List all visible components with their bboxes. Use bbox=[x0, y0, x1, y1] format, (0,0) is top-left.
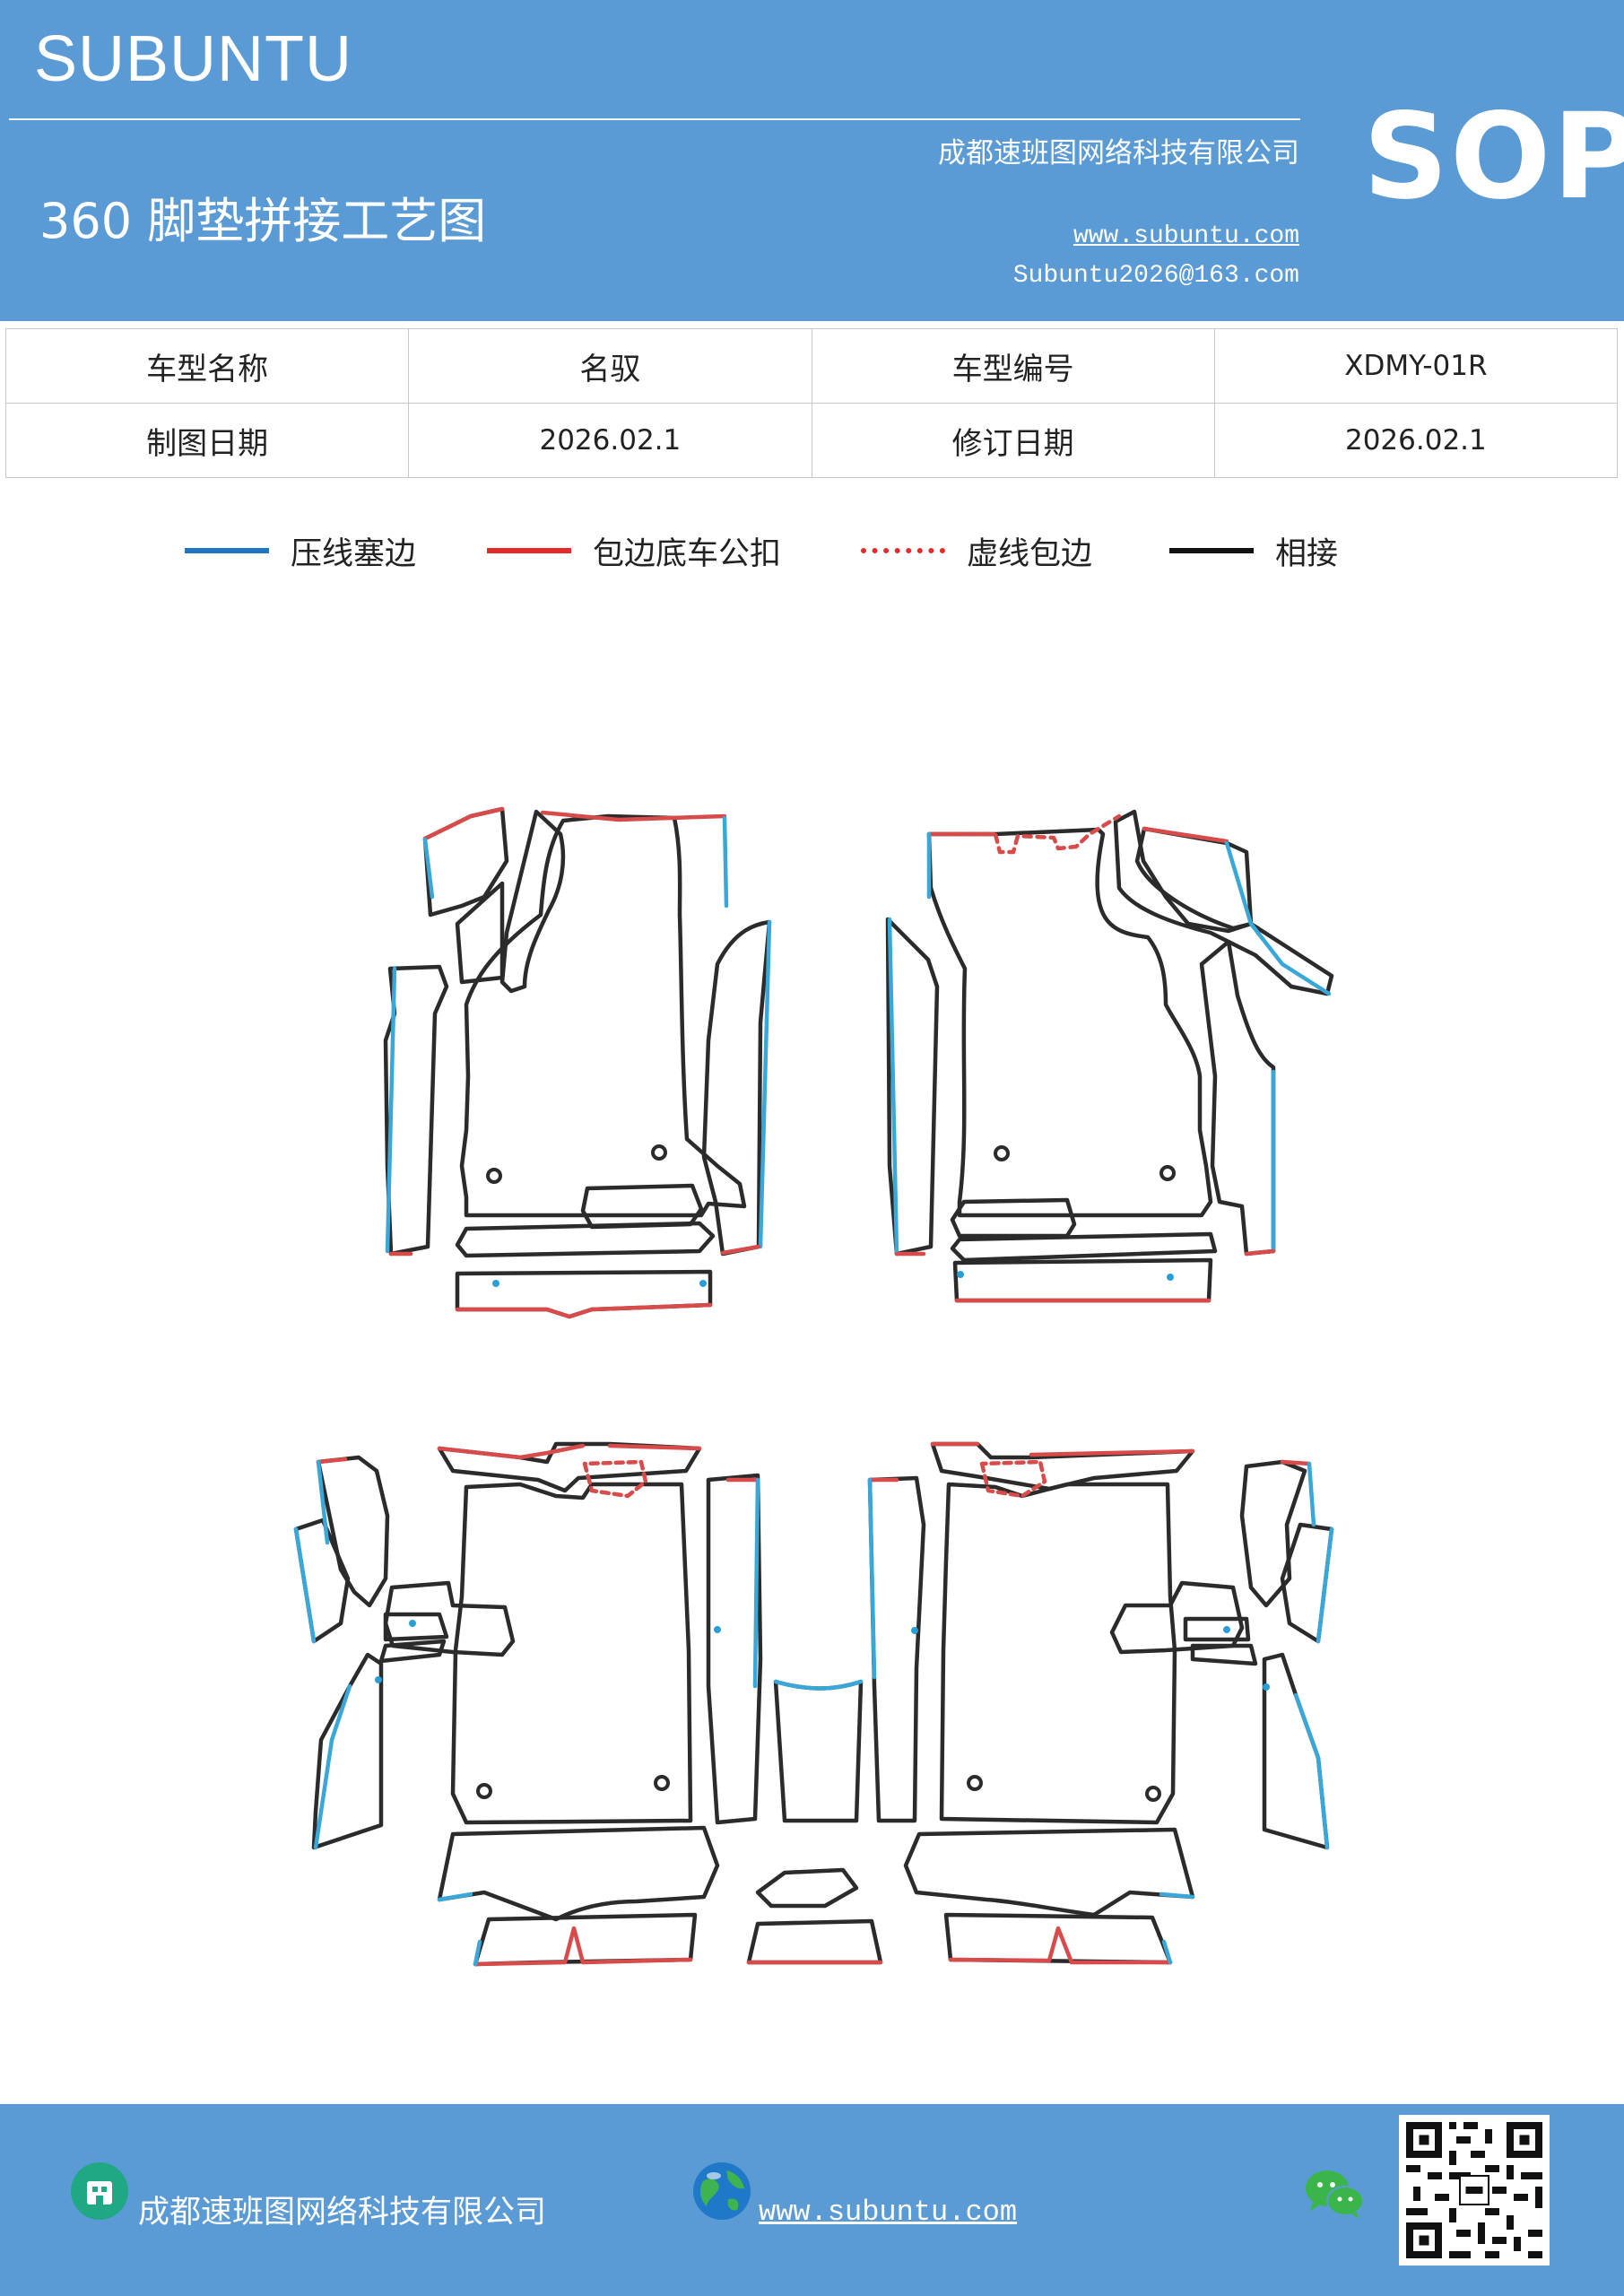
table-cell: 制图日期 bbox=[4, 403, 410, 478]
sop-badge: SOP bbox=[1363, 88, 1624, 226]
center-mat bbox=[746, 1679, 883, 1965]
table-row: 车型名称 名驭 车型编号 XDMY-01R bbox=[4, 328, 1619, 404]
building-icon bbox=[71, 2162, 128, 2220]
legend-swatch-press bbox=[185, 548, 269, 553]
floor-mat-diagram bbox=[293, 806, 1334, 1967]
qr-code[interactable] bbox=[1399, 2115, 1550, 2266]
table-row: 制图日期 2026.02.1 修订日期 2026.02.1 bbox=[4, 403, 1619, 478]
globe-icon bbox=[693, 2162, 751, 2220]
rear-right-mat bbox=[867, 1441, 1334, 1965]
legend-label: 压线塞边 bbox=[291, 535, 417, 572]
brand-name: SUBUNTU bbox=[34, 23, 353, 95]
legend-item: 相接 bbox=[1169, 524, 1338, 578]
legend-item: 虚线包边 bbox=[861, 524, 1092, 578]
table-cell: 名驭 bbox=[408, 328, 812, 404]
legend-swatch-wrap bbox=[487, 548, 571, 553]
wechat-icon bbox=[1306, 2170, 1364, 2219]
front-right-mat bbox=[885, 809, 1334, 1303]
table-cell: XDMY-01R bbox=[1213, 328, 1619, 404]
table-cell: 车型名称 bbox=[4, 328, 410, 404]
legend-label: 虚线包边 bbox=[967, 535, 1093, 572]
legend-item: 包边底车公扣 bbox=[487, 524, 781, 578]
table-cell: 修订日期 bbox=[811, 403, 1215, 478]
rear-left-mat bbox=[293, 1441, 763, 1967]
vehicle-info-table: 车型名称 名驭 车型编号 XDMY-01R 制图日期 2026.02.1 修订日… bbox=[4, 328, 1619, 478]
qr-code-pattern bbox=[1399, 2115, 1550, 2266]
footer-website-link[interactable]: www.subuntu.com bbox=[759, 2196, 1018, 2229]
legend-swatch-dashed bbox=[861, 548, 945, 553]
header-divider bbox=[9, 118, 1300, 120]
table-cell: 2026.02.1 bbox=[408, 403, 812, 478]
header-website-link[interactable]: www.subuntu.com bbox=[1073, 222, 1299, 250]
legend-label: 相接 bbox=[1275, 535, 1339, 572]
legend: 压线塞边 包边底车公扣 虚线包边 相接 bbox=[0, 524, 1624, 578]
legend-item: 压线塞边 bbox=[185, 524, 416, 578]
legend-label: 包边底车公扣 bbox=[593, 535, 782, 572]
table-cell: 车型编号 bbox=[811, 328, 1215, 404]
legend-swatch-joint bbox=[1169, 548, 1254, 553]
header-company: 成都速班图网络科技有限公司 bbox=[938, 137, 1299, 169]
header-banner: SUBUNTU 360 脚垫拼接工艺图 成都速班图网络科技有限公司 www.su… bbox=[0, 0, 1624, 321]
footer-company: 成都速班图网络科技有限公司 bbox=[138, 2195, 547, 2231]
document-title: 360 脚垫拼接工艺图 bbox=[39, 193, 487, 249]
front-left-mat bbox=[383, 806, 772, 1319]
footer-banner: 成都速班图网络科技有限公司 www.subuntu.com bbox=[0, 2104, 1624, 2296]
header-email[interactable]: Subuntu2026@163.com bbox=[1012, 262, 1299, 290]
table-cell: 2026.02.1 bbox=[1213, 403, 1619, 478]
